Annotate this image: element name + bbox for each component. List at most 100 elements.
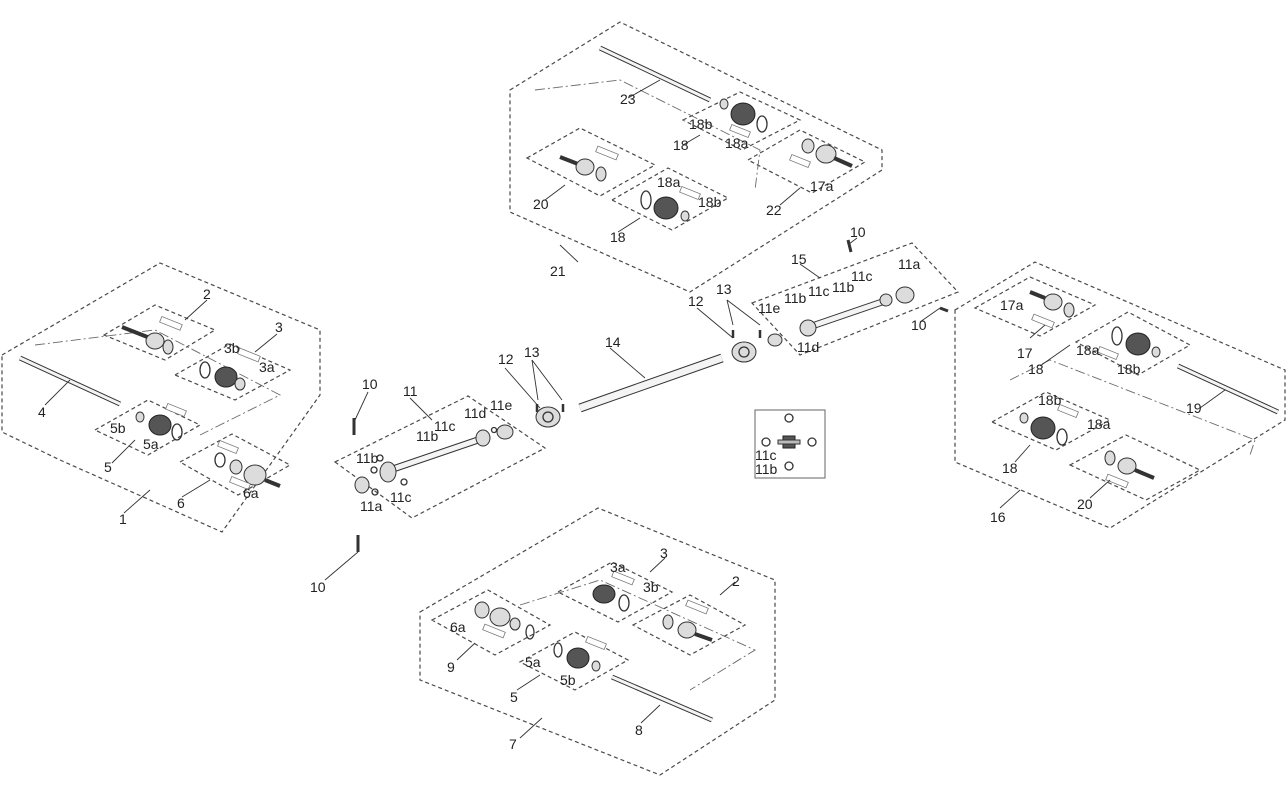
callout-15: 15: [791, 251, 807, 267]
callout-9: 9: [447, 659, 455, 675]
group-23-axis: [534, 79, 761, 191]
callout-11c-inset: 11c: [755, 447, 777, 463]
callout-18-top-2: 18: [610, 229, 626, 245]
axle-shaft-23: [598, 45, 712, 103]
callout-2-left: 2: [203, 286, 211, 302]
callout-11b-inset: 11b: [755, 461, 778, 477]
group-2-outline: [102, 304, 217, 361]
cv-joint-6-left: [214, 439, 281, 491]
group-22-outline: [746, 129, 867, 194]
callout-3-bottom: 3: [660, 545, 668, 561]
group-17-outline: [973, 276, 1097, 337]
callout-5a-left: 5a: [143, 436, 159, 452]
group-3b-outline: [556, 561, 674, 623]
callout-5-left: 5: [104, 459, 112, 475]
group-7-outline: [419, 507, 776, 776]
boot-3-bottom: [592, 570, 635, 612]
group-18t2-outline: [610, 167, 730, 231]
callout-18b-top-1: 18b: [689, 116, 713, 132]
cv-joint-22-top: [789, 138, 853, 169]
cv-joint-17-right: [1029, 290, 1075, 329]
axle-shaft-4: [18, 355, 122, 407]
group-outlines: [1, 21, 1286, 776]
callout-18b-right-2: 18b: [1038, 392, 1062, 408]
callout-7: 7: [509, 736, 517, 752]
callout-17: 17: [1017, 345, 1033, 361]
group-16-outline: [954, 261, 1286, 529]
boot-3-left: [199, 347, 261, 391]
axle-shaft-19: [1176, 363, 1280, 415]
callout-18-right-1: 18: [1028, 361, 1044, 377]
group-15-outline: [750, 242, 960, 356]
callout-13-right: 13: [716, 281, 732, 297]
callout-18-top-1: 18: [673, 137, 689, 153]
callout-6a-bottom: 6a: [450, 619, 466, 635]
prop-shaft-15: [767, 239, 949, 347]
callout-18a-right-1: 18a: [1076, 342, 1100, 358]
callout-10-right: 10: [911, 317, 927, 333]
callout-18a-top-1: 18a: [725, 135, 749, 151]
group-21-outline: [509, 21, 883, 293]
callout-18a-top-2: 18a: [657, 174, 681, 190]
callout-11b-2: 11b: [356, 450, 379, 466]
group-2b-outline: [631, 594, 747, 656]
callout-11d-right: 11d: [797, 339, 819, 355]
center-bearing-12-right: [731, 330, 762, 363]
callout-14: 14: [605, 334, 621, 350]
callout-11c-3: 11c: [808, 283, 830, 299]
group-19-axis: [1009, 359, 1256, 456]
callout-11b-3: 11b: [784, 290, 807, 306]
cv-joint-20-top: [559, 145, 619, 182]
callout-19: 19: [1186, 400, 1202, 416]
callout-11c-4: 11c: [851, 268, 873, 284]
main-shaft-14: [578, 353, 724, 413]
group-11-outline: [333, 395, 547, 519]
boot-18-top-2: [640, 185, 701, 222]
callout-3b-left: 3b: [224, 340, 240, 356]
group-5-outline: [93, 399, 202, 456]
cv-joint-20-right: [1104, 450, 1155, 489]
callout-11a-right: 11a: [898, 256, 921, 272]
prop-shaft-11: [354, 424, 514, 496]
group-4-axis: [34, 329, 281, 436]
callout-10-top-left: 10: [362, 376, 378, 392]
group-9-outline: [430, 589, 552, 656]
callout-11a-left: 11a: [360, 498, 383, 514]
callout-22: 22: [766, 202, 782, 218]
callout-10-bottom-left: 10: [310, 579, 326, 595]
callout-12-left: 12: [498, 351, 514, 367]
callout-17a-right: 17a: [1000, 297, 1024, 313]
spider-inset: [754, 409, 826, 479]
group-5b-outline: [518, 631, 630, 691]
callout-13-left: 13: [524, 344, 540, 360]
callout-3b-bottom: 3b: [643, 579, 659, 595]
boot-18-right-2: [1019, 403, 1079, 446]
callout-5b-bottom: 5b: [560, 672, 576, 688]
axle-shaft-8: [611, 674, 713, 723]
callout-1: 1: [119, 511, 127, 527]
callout-11b-4: 11b: [832, 279, 855, 295]
boot-18-top-1: [719, 98, 768, 139]
callout-12-right: 12: [688, 293, 704, 309]
group-3-outline: [173, 343, 292, 401]
callout-3a-left: 3a: [259, 359, 275, 375]
callout-11c-2: 11c: [390, 489, 412, 505]
callout-20-right: 20: [1077, 496, 1093, 512]
callout-3a-bottom: 3a: [610, 559, 626, 575]
callout-11e-left: 11e: [490, 397, 513, 413]
callout-16: 16: [990, 509, 1006, 525]
callout-6: 6: [177, 495, 185, 511]
group-20r-outline: [1068, 434, 1202, 501]
callout-17a-top: 17a: [810, 178, 834, 194]
callout-5a-bottom: 5a: [525, 654, 541, 670]
callout-11e-right: 11e: [758, 300, 781, 316]
callout-18a-right-2: 18a: [1087, 416, 1111, 432]
callout-5-bottom: 5: [510, 689, 518, 705]
callout-11c-1: 11c: [434, 418, 456, 434]
boot-5-left: [135, 402, 187, 441]
boot-18-right-1: [1097, 326, 1161, 361]
callout-2-bottom: 2: [732, 573, 740, 589]
group-8-axis: [519, 579, 756, 691]
group-18r1-outline: [1074, 311, 1192, 376]
